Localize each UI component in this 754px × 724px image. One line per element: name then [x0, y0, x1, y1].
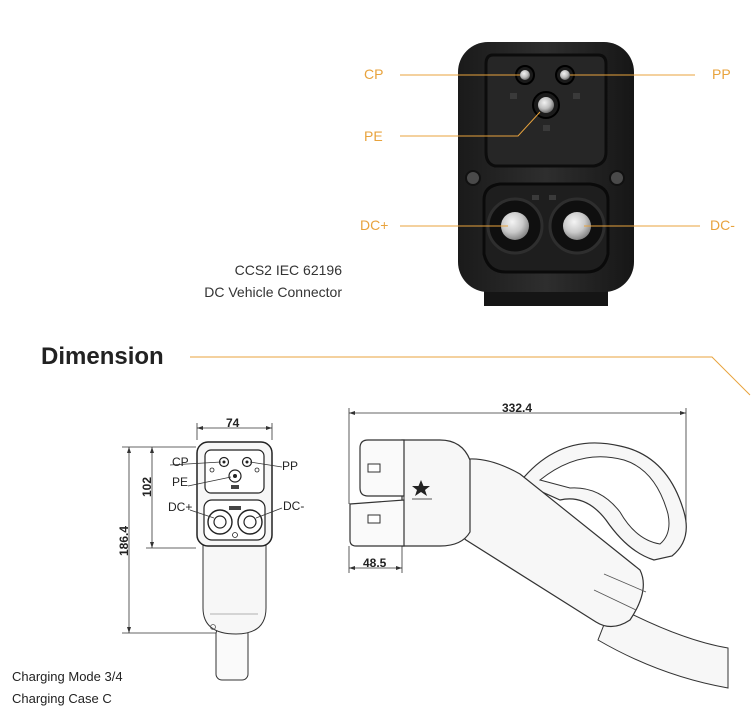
- charging-mode: Charging Mode 3/4: [12, 669, 123, 684]
- front-label-dc-minus: DC-: [283, 499, 305, 513]
- dim-width: 74: [226, 416, 240, 430]
- front-label-dc-plus: DC+: [168, 500, 193, 514]
- photo-label-dc-minus: DC-: [710, 217, 735, 233]
- photo-label-pe: PE: [364, 128, 383, 144]
- footer-notes: Charging Mode 3/4 Charging Case C: [12, 666, 123, 710]
- dim-height-total: 186.4: [117, 525, 131, 556]
- section-rule: [190, 356, 751, 396]
- front-label-pp: PP: [282, 459, 299, 473]
- front-label-pe: PE: [172, 475, 189, 489]
- dim-nose: 48.5: [363, 556, 387, 570]
- photo-label-pp: PP: [712, 66, 731, 82]
- side-view-drawing: [348, 408, 729, 689]
- photo-label-dc-plus: DC+: [360, 217, 389, 233]
- photo-connector: [458, 42, 634, 306]
- dim-height-upper: 102: [140, 476, 154, 497]
- charging-case: Charging Case C: [12, 691, 112, 706]
- photo-caption: CCS2 IEC 62196 DC Vehicle Connector: [150, 259, 342, 303]
- photo-label-cp: CP: [364, 66, 384, 82]
- section-title: Dimension: [41, 343, 164, 370]
- front-label-cp: CP: [172, 455, 189, 469]
- front-view-drawing: [122, 423, 283, 681]
- caption-standard: CCS2 IEC 62196: [234, 262, 342, 278]
- photo-leader-lines: [400, 74, 700, 227]
- caption-product: DC Vehicle Connector: [204, 284, 342, 300]
- dim-length: 332.4: [502, 401, 533, 415]
- logo-star-icon: [412, 480, 432, 500]
